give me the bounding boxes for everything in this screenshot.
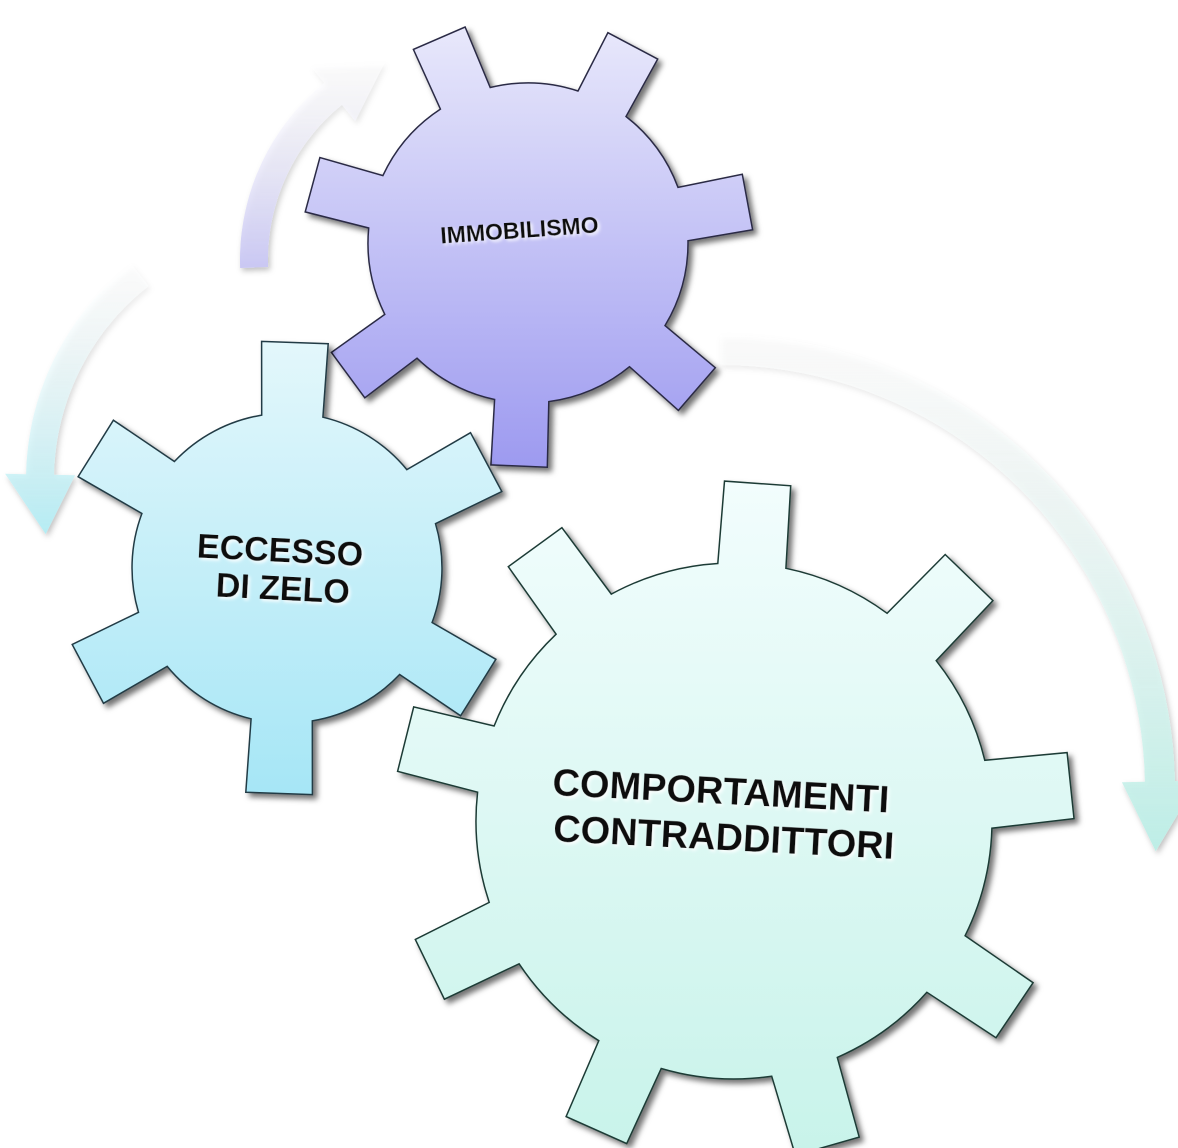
gear-comportamenti-contraddittori-icon: [396, 480, 1075, 1148]
gear-comportamenti-contraddittori: COMPORTAMENTI CONTRADDITTORI: [396, 480, 1075, 1148]
gear-eccesso-di-zelo: ECCESSO DI ZELO: [71, 340, 503, 796]
gear-immobilismo-icon: [304, 26, 754, 468]
gear-immobilismo: IMMOBILISMO: [304, 26, 754, 468]
arrow-right-down-icon: [720, 335, 1178, 852]
gear-eccesso-di-zelo-label-line-2: DI ZELO: [215, 566, 351, 611]
svg-text:ECCESSO DI ZELO: ECCESSO DI ZELO: [194, 527, 373, 612]
arrow-up-icon: [240, 63, 385, 268]
gear-eccesso-di-zelo-icon: [71, 340, 503, 796]
arrow-left-down-icon: [5, 264, 149, 535]
gear-eccesso-di-zelo-label-line-1: ECCESSO: [196, 527, 364, 574]
